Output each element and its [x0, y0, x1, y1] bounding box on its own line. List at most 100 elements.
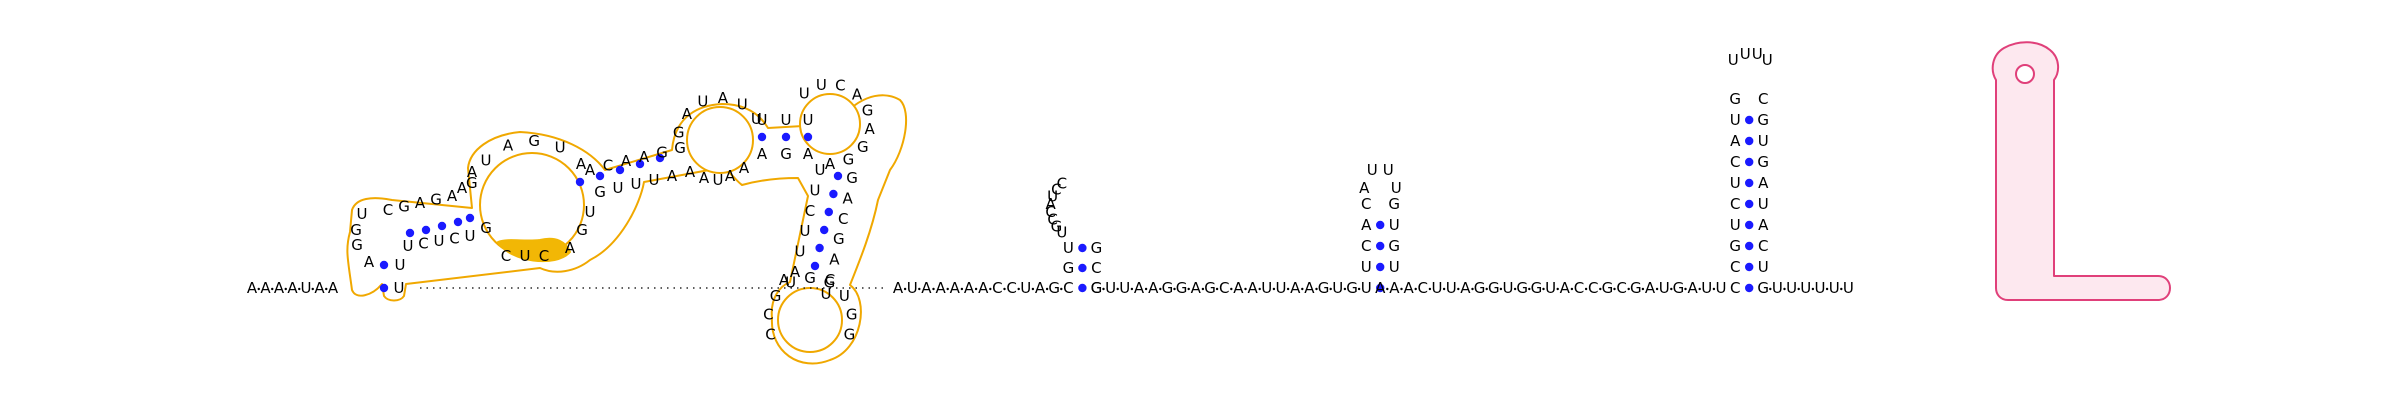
domain1-nucleotide: A	[576, 155, 587, 173]
domain1-nucleotide: C	[383, 201, 393, 219]
domain1-nucleotide: U	[781, 111, 792, 129]
domain1-nucleotide: A	[852, 86, 863, 104]
domain1-nucleotide: C	[805, 202, 815, 220]
three-prime-tail-nucleotide: U	[1815, 279, 1826, 297]
linker-nucleotide: A	[1290, 279, 1301, 297]
terminator-nucleotide: C	[1730, 195, 1740, 213]
backbone-dot	[1428, 287, 1432, 291]
backbone-dot	[946, 287, 949, 291]
hairpin1-nucleotide: U	[1056, 224, 1067, 242]
linker-nucleotide: A	[964, 279, 975, 297]
domain1-nucleotide: G	[398, 198, 410, 216]
backbone-dot	[1655, 287, 1659, 291]
terminator-nucleotide: A	[1730, 132, 1741, 150]
base-pair-dot	[1745, 157, 1754, 167]
domain1-nucleotide: U	[434, 232, 445, 250]
linker-nucleotide: A	[1247, 279, 1258, 297]
linker-nucleotide: U	[1276, 279, 1287, 297]
base-pair-dot	[810, 261, 820, 271]
domain1-nucleotide: U	[613, 179, 624, 197]
backbone-dot	[1286, 287, 1290, 291]
backbone-dot	[918, 287, 921, 291]
domain1-nucleotide: G	[843, 150, 855, 168]
terminator-nucleotide: U	[1758, 132, 1769, 150]
domain1-nucleotide: U	[810, 181, 821, 199]
domain1-nucleotide: U	[555, 138, 566, 156]
linker-nucleotide: G	[1602, 279, 1614, 297]
linker-nucleotide: A	[1645, 279, 1656, 297]
domain1-nucleotide: C	[765, 325, 775, 343]
base-pair-dot	[803, 132, 813, 142]
domain1-nucleotide: A	[364, 253, 375, 271]
backbone-dot	[1329, 287, 1332, 291]
backbone-dot	[1471, 287, 1474, 291]
terminator-nucleotide: U	[1740, 45, 1751, 63]
base-pair-dot	[1745, 115, 1754, 125]
domain1-nucleotide: G	[656, 143, 668, 161]
base-pair-dot	[1078, 263, 1087, 273]
domain1-nucleotide: A	[457, 179, 468, 197]
hairpin1-nucleotide: G	[1063, 259, 1075, 277]
domain1-outline	[346, 94, 908, 365]
linker-nucleotide: A	[1403, 279, 1414, 297]
domain1-nucleotide: U	[403, 237, 414, 255]
backbone-dot	[1840, 287, 1843, 291]
backbone-dot	[1159, 287, 1162, 291]
linker-nucleotide: U	[1361, 279, 1372, 297]
linker-nucleotide: G	[1516, 279, 1528, 297]
domain1-nucleotide: G	[528, 132, 540, 150]
base-pair-dot	[1745, 136, 1754, 146]
five-prime-tail-nucleotide: A	[287, 279, 298, 297]
base-pair-dot	[781, 132, 791, 142]
domain1-nucleotide: G	[804, 269, 816, 287]
hairpin1-nucleotide: G	[1091, 239, 1103, 257]
hairpin1-nucleotide: G	[1051, 218, 1063, 236]
linker-nucleotide: C	[1616, 279, 1626, 297]
backbone-dot	[1343, 287, 1347, 291]
hairpin1-nucleotide: U	[1047, 187, 1058, 205]
backbone-dot	[1442, 287, 1446, 291]
backbone-dot	[1684, 287, 1687, 291]
domain1-nucleotide: A	[503, 137, 514, 155]
domain1-nucleotide: U	[821, 285, 832, 303]
three-prime-tail-nucleotide: G	[1757, 279, 1769, 297]
terminator-nucleotide: G	[1729, 90, 1741, 108]
base-pair-dot	[815, 243, 824, 253]
backbone-dot	[1017, 287, 1020, 291]
domain1-nucleotide: G	[846, 306, 858, 324]
three-prime-tail-nucleotide: U	[1786, 279, 1797, 297]
five-prime-tail-nucleotide: A	[260, 279, 271, 297]
domain1-nucleotide: A	[415, 194, 426, 212]
base-pair-dot	[1376, 262, 1385, 272]
backbone-dot	[1187, 287, 1190, 291]
terminator-nucleotide: G	[1757, 111, 1769, 129]
domain1-nucleotide: G	[350, 221, 362, 239]
domain1-nucleotide: C	[449, 230, 459, 248]
linker-nucleotide: C	[1588, 279, 1598, 297]
linker-nucleotide: A	[978, 279, 989, 297]
linker-nucleotide: A	[1460, 279, 1471, 297]
domain1-nucleotide: A	[790, 263, 801, 281]
terminator-nucleotide: U	[1762, 51, 1773, 69]
hairpin1-nucleotide: C	[1045, 203, 1055, 221]
backbone-dot	[1045, 287, 1049, 291]
backbone-dot	[1769, 287, 1772, 291]
hairpin1-nucleotide: U	[1063, 239, 1074, 257]
linker-nucleotide: U	[1261, 279, 1272, 297]
domain1-nucleotide: U	[395, 256, 406, 274]
linker-nucleotide: U	[1446, 279, 1457, 297]
domain1-nucleotide: C	[603, 157, 613, 175]
hairpin1-nucleotide: C	[1047, 211, 1057, 229]
terminator-nucleotide: G	[1757, 153, 1769, 171]
domain1-nucleotide: U	[713, 171, 724, 189]
hairpin2-nucleotide: U	[1361, 258, 1372, 276]
terminator-outline	[1991, 41, 2171, 301]
domain1-nucleotide: U	[799, 84, 810, 102]
domain1-highlight-nucleotide: C	[501, 247, 511, 265]
backbone-dot	[257, 287, 260, 291]
backbone-dot	[1513, 287, 1517, 291]
linker-nucleotide: A	[950, 279, 961, 297]
domain1-nucleotide: G	[833, 230, 845, 248]
hairpin2-nucleotide: A	[1361, 216, 1372, 234]
backbone-dot	[1201, 287, 1205, 291]
